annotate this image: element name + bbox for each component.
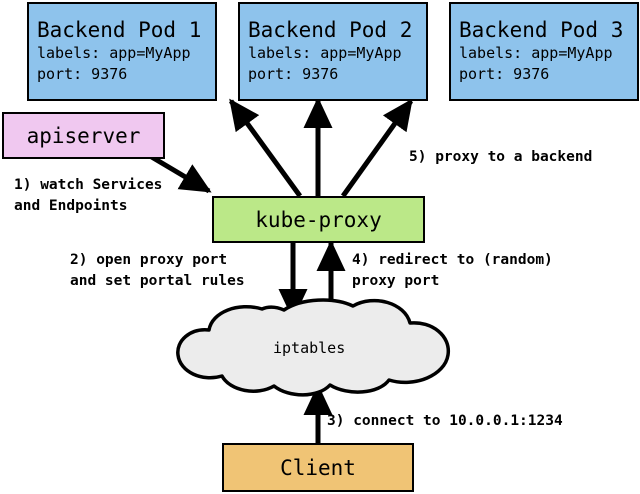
backend-pod-2-labels: labels: app=MyApp [248, 43, 402, 62]
kube-proxy-label: kube-proxy [255, 207, 382, 232]
step-1-label: 1) watch Services and Endpoints [14, 175, 162, 217]
apiserver-label: apiserver [26, 123, 141, 148]
step-2-label: 2) open proxy port and set portal rules [70, 250, 245, 292]
step-4-label: 4) redirect to (random) proxy port [352, 250, 553, 292]
backend-pod-3-box[interactable]: Backend Pod 3 labels: app=MyApp port: 93… [449, 2, 639, 101]
step-3-label: 3) connect to 10.0.0.1:1234 [327, 411, 563, 432]
arrow-kubeproxy-to-pod3 [340, 98, 414, 198]
client-box[interactable]: Client [222, 443, 414, 492]
step-3-line-1: 3) connect to 10.0.0.1:1234 [327, 413, 563, 429]
backend-pod-1-port: port: 9376 [37, 64, 128, 83]
iptables-label: iptables [273, 339, 346, 357]
arrow-kubeproxy-to-pod1 [228, 98, 303, 198]
backend-pod-1-labels: labels: app=MyApp [37, 43, 191, 62]
backend-pod-1-box[interactable]: Backend Pod 1 labels: app=MyApp port: 93… [27, 2, 217, 101]
backend-pod-3-title: Backend Pod 3 [459, 17, 624, 42]
kube-proxy-box[interactable]: kube-proxy [212, 196, 425, 243]
step-2-line-1: 2) open proxy port [70, 252, 228, 268]
step-4-line-1: 4) redirect to (random) [352, 252, 553, 268]
step-5-line-1: 5) proxy to a backend [409, 149, 593, 165]
backend-pod-2-port: port: 9376 [248, 64, 339, 83]
iptables-cloud [176, 298, 450, 397]
backend-pod-1-title: Backend Pod 1 [37, 17, 202, 42]
backend-pod-2-title: Backend Pod 2 [248, 17, 413, 42]
step-1-line-2: and Endpoints [14, 198, 128, 214]
step-2-line-2: and set portal rules [70, 273, 245, 289]
arrow-apiserver-to-kubeproxy [148, 153, 212, 194]
backend-pod-2-box[interactable]: Backend Pod 2 labels: app=MyApp port: 93… [238, 2, 428, 101]
step-5-label: 5) proxy to a backend [409, 147, 592, 168]
apiserver-box[interactable]: apiserver [2, 112, 165, 159]
backend-pod-3-labels: labels: app=MyApp [459, 43, 613, 62]
step-4-line-2: proxy port [352, 273, 440, 289]
step-1-line-1: 1) watch Services [14, 177, 163, 193]
client-label: Client [280, 455, 356, 480]
backend-pod-3-port: port: 9376 [459, 64, 550, 83]
